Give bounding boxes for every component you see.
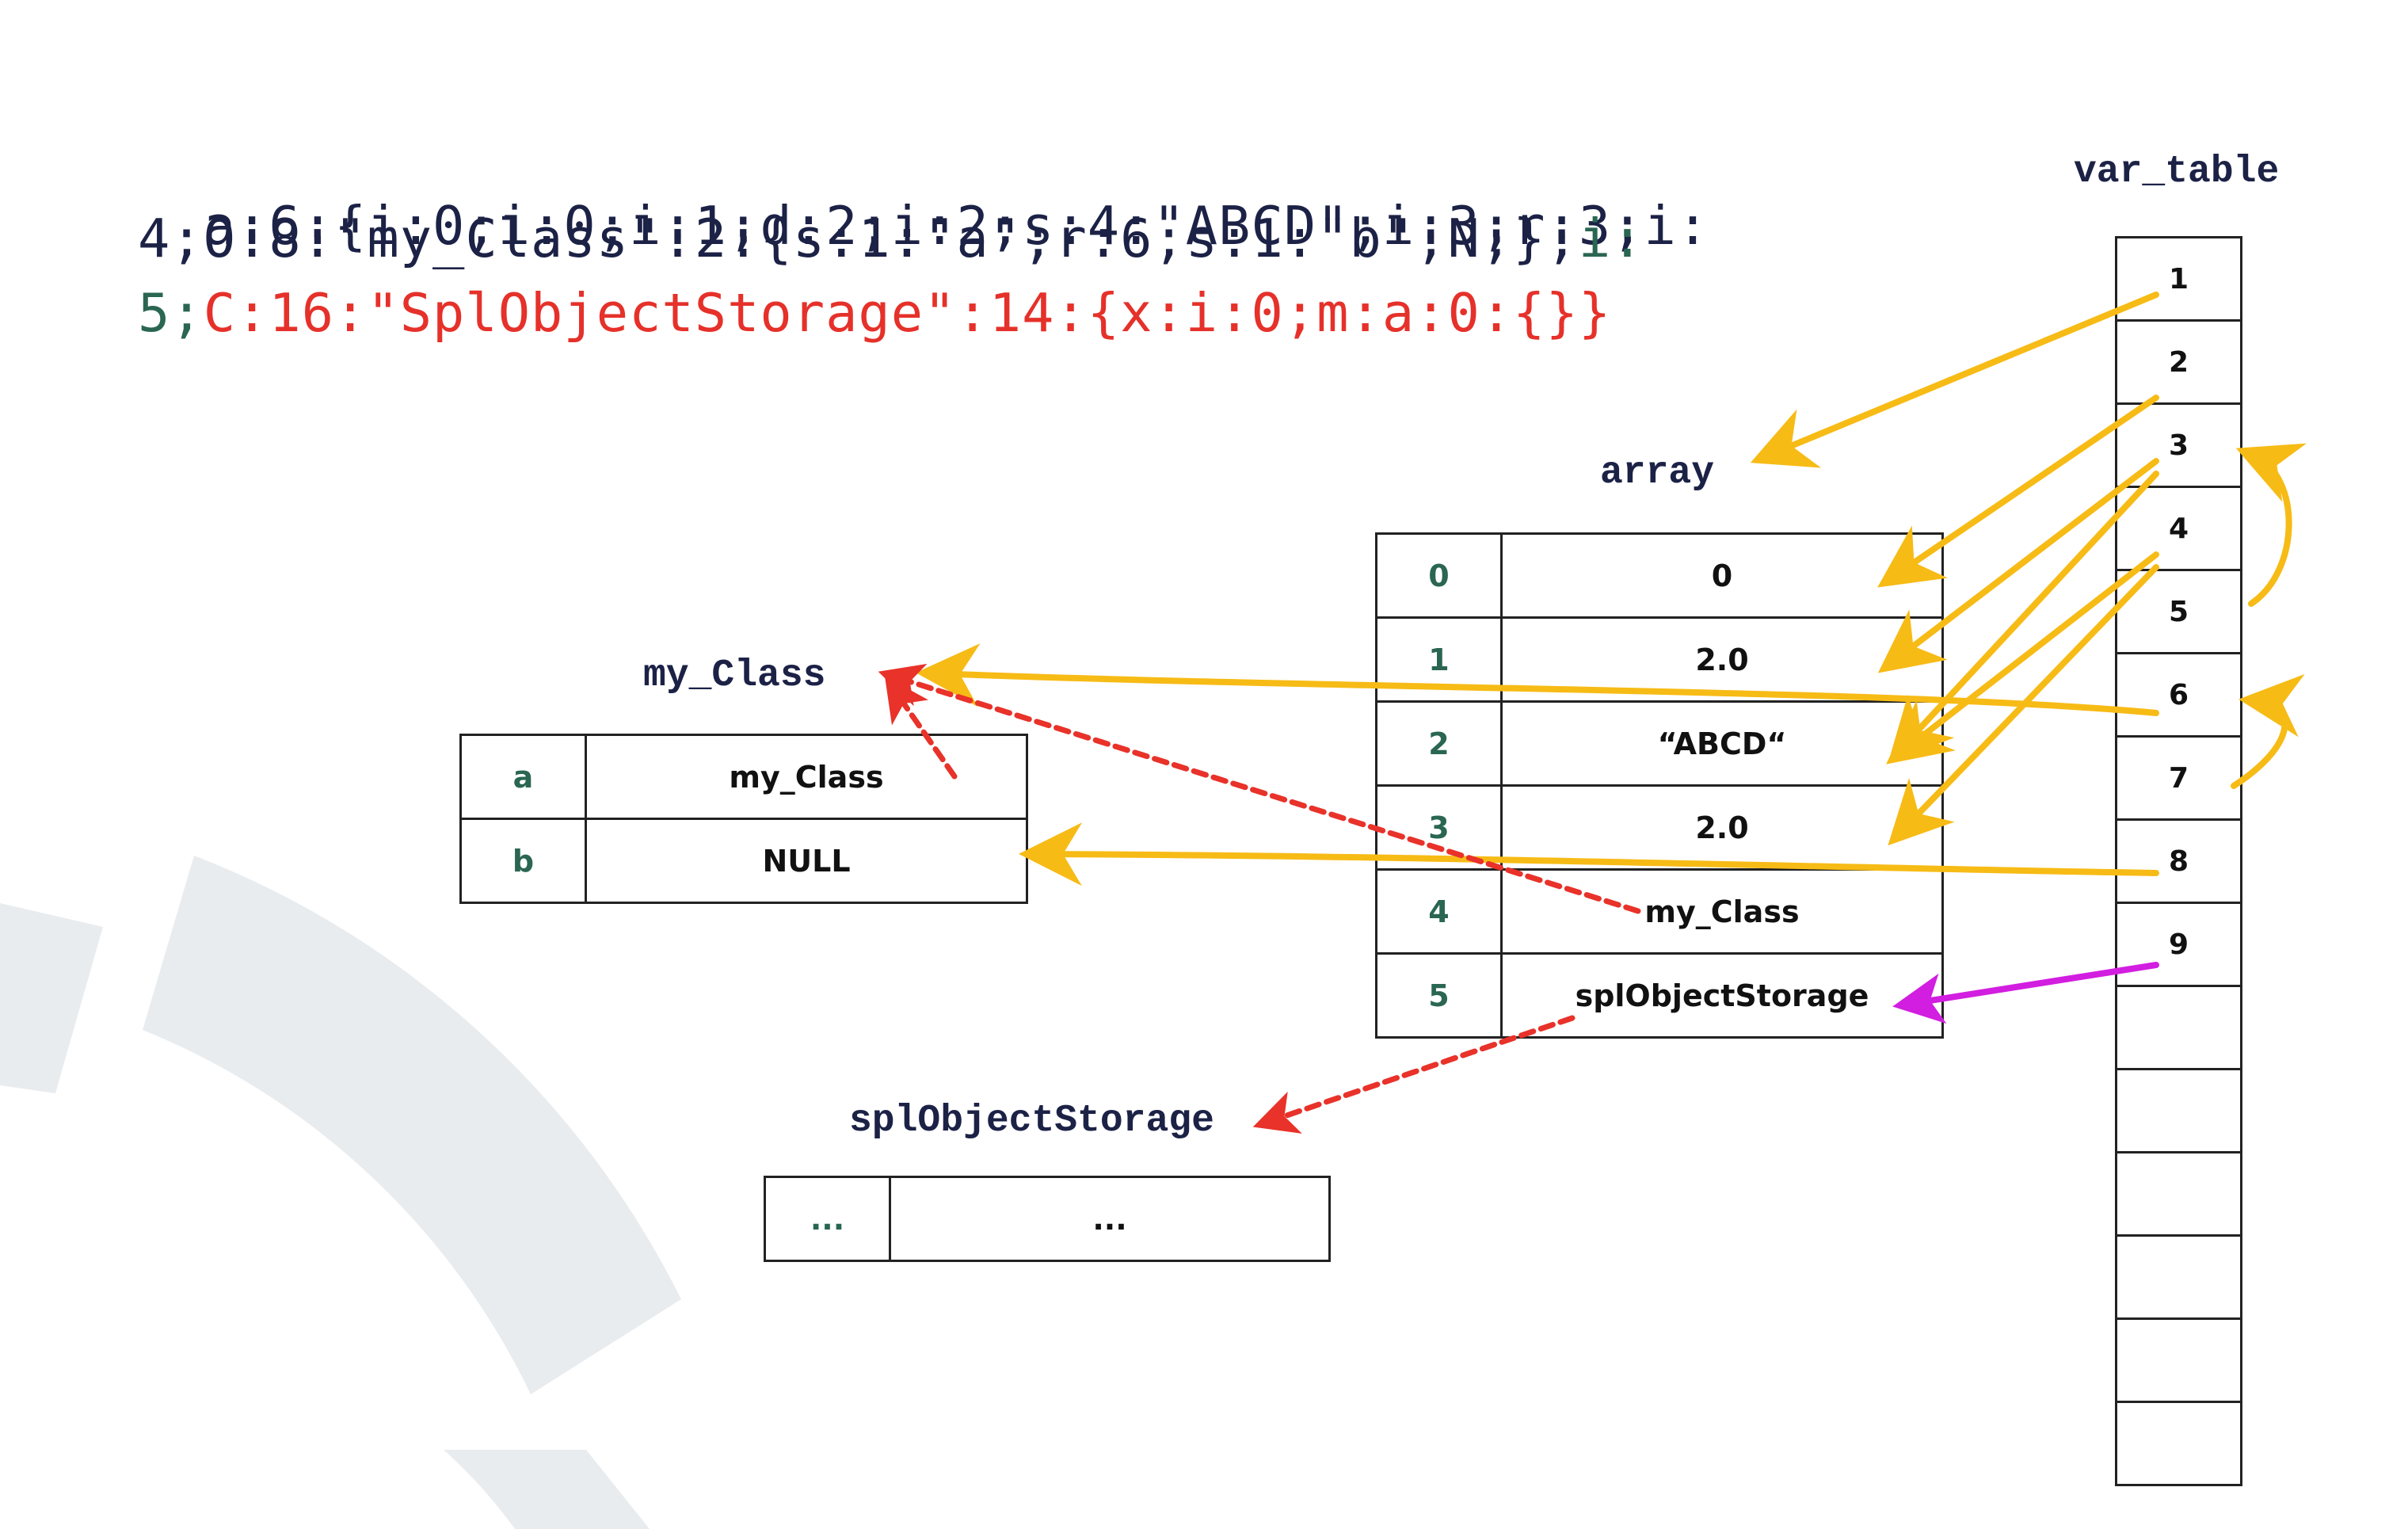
- serialized-line-2: 4;O:8:"my_Class":2:{s:1:"a";r:6;s:1:"b";…: [138, 208, 1644, 269]
- var-table-slot: [2115, 1234, 2242, 1320]
- my-class-row-value: NULL: [585, 818, 1028, 904]
- serialized-line-3-red: C:16:"SplObjectStorage":14:{x:i:0;m:a:0:…: [203, 282, 1612, 344]
- array-row-value: 0: [1500, 532, 1944, 619]
- var-table-row: 1: [2115, 236, 2242, 322]
- array-row-key: 0: [1375, 532, 1503, 619]
- var-table-slot: 7: [2115, 735, 2242, 821]
- var-table-slot: 8: [2115, 818, 2242, 904]
- spl-storage-title: splObjectStorage: [849, 1100, 1214, 1142]
- array-row-key: 1: [1375, 616, 1503, 703]
- array-row-key: 5: [1375, 952, 1503, 1039]
- var-table-slot: [2115, 1151, 2242, 1237]
- array-row-value: 2.0: [1500, 784, 1944, 871]
- var-table-row: [2115, 1151, 2242, 1237]
- var-table-row: 2: [2115, 319, 2242, 405]
- var-table-slot: [2115, 1317, 2242, 1403]
- array-row-value: splObjectStorage: [1500, 952, 1944, 1039]
- spl-storage-row-value: ...: [889, 1176, 1331, 1262]
- array-row-value: “ABCD“: [1500, 700, 1944, 787]
- array-row-value: 2.0: [1500, 616, 1944, 703]
- var-table-row: [2115, 1401, 2242, 1486]
- spl-storage-row-key: ...: [764, 1176, 891, 1262]
- var-table-row: 8: [2115, 818, 2242, 904]
- array-title: array: [1600, 452, 1715, 494]
- var-table-slot: 3: [2115, 402, 2242, 488]
- var-table-row: 4: [2115, 486, 2242, 571]
- serialized-line-2-green: i:: [1578, 208, 1644, 269]
- var-table-row: [2115, 1317, 2242, 1403]
- array-row-key: 4: [1375, 868, 1503, 955]
- my-class-row-value: my_Class: [585, 734, 1028, 820]
- var-table-row: [2115, 1234, 2242, 1320]
- var-table-slot: [2115, 985, 2242, 1070]
- var-table-slot: 6: [2115, 652, 2242, 738]
- var-table-row: 5: [2115, 569, 2242, 654]
- var-table-slot: 2: [2115, 319, 2242, 405]
- array-row: 2“ABCD“: [1375, 700, 1944, 787]
- var-table-slot: 9: [2115, 902, 2242, 987]
- var-table-slot: 4: [2115, 486, 2242, 571]
- serialized-line-1: a:6:{i:0;i:0;i:1;d:2;i:2;s:4:"ABCD";i:3;…: [138, 133, 1709, 257]
- serialized-line-1-text: a:6:{i:0;i:0;i:1;d:2;i:2;s:4:"ABCD";i:3;…: [203, 195, 1710, 257]
- array-row-value: my_Class: [1500, 868, 1944, 955]
- serialized-line-2-text: 4;O:8:"my_Class":2:{s:1:"a";r:6;s:1:"b";…: [138, 208, 1579, 269]
- array-row-key: 2: [1375, 700, 1503, 787]
- serialized-line-3-green: 5;: [138, 282, 204, 344]
- var-table-title: var_table: [2074, 151, 2280, 193]
- array-row-key: 3: [1375, 784, 1503, 871]
- my-class-row-key: a: [459, 734, 587, 820]
- var-table-row: [2115, 985, 2242, 1070]
- spl-storage-row: ......: [764, 1176, 1331, 1262]
- var-table-slot: 1: [2115, 236, 2242, 322]
- var-table-slot: [2115, 1401, 2242, 1486]
- var-table-row: 6: [2115, 652, 2242, 738]
- spl-storage-table: ......: [764, 1176, 1331, 1262]
- my-class-row-key: b: [459, 818, 587, 904]
- var-table-slot: [2115, 1068, 2242, 1153]
- my-class-title: my_Class: [643, 654, 826, 697]
- var-table-row: 3: [2115, 402, 2242, 488]
- serialized-line-3: 5;C:16:"SplObjectStorage":14:{x:i:0;m:a:…: [138, 282, 1611, 344]
- var-table-slot: 5: [2115, 569, 2242, 654]
- var-table-row: [2115, 1068, 2242, 1153]
- var-table-row: 9: [2115, 902, 2242, 987]
- var-table-row: 7: [2115, 735, 2242, 821]
